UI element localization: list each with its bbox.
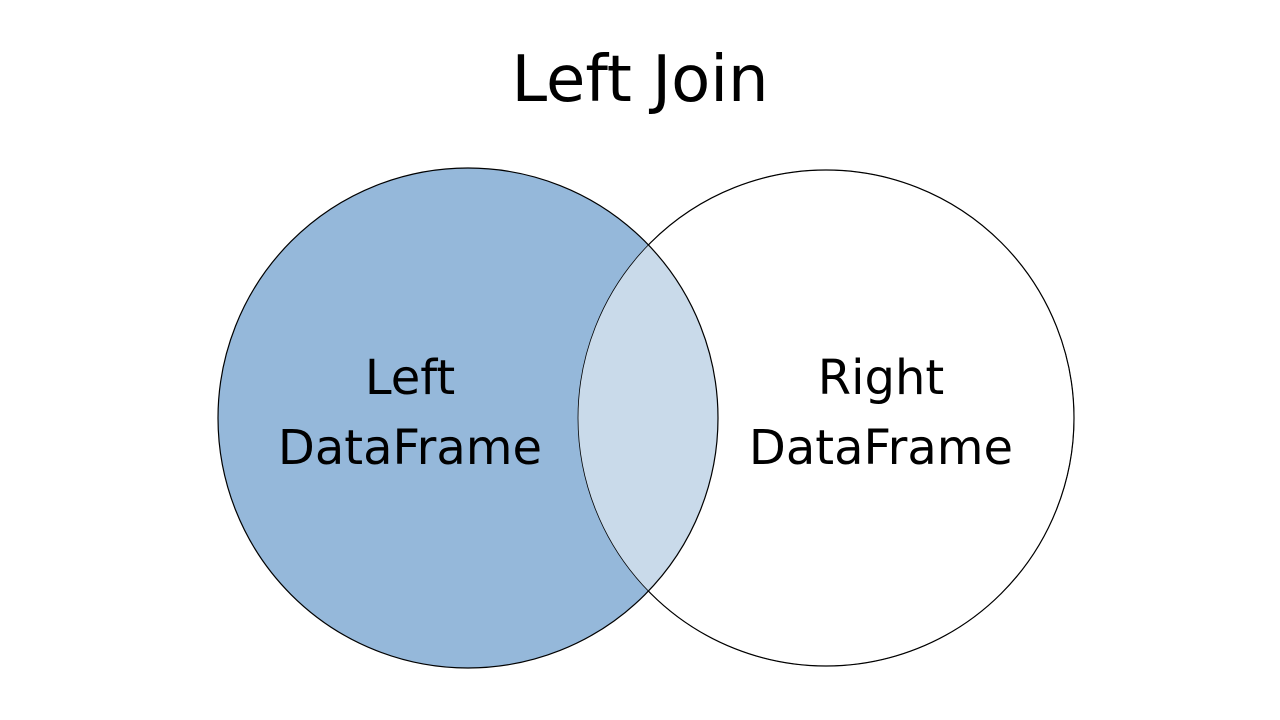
diagram-title: Left Join <box>511 43 769 117</box>
right-set-outline <box>577 169 1075 667</box>
right-set-label-line2: DataFrame <box>749 420 1013 476</box>
left-set-label-line2: DataFrame <box>278 420 542 476</box>
left-set-outline <box>217 167 719 669</box>
left-set-label-line1: Left <box>365 350 455 406</box>
left-set-circle <box>218 168 718 668</box>
right-set-label-line1: Right <box>818 350 944 406</box>
